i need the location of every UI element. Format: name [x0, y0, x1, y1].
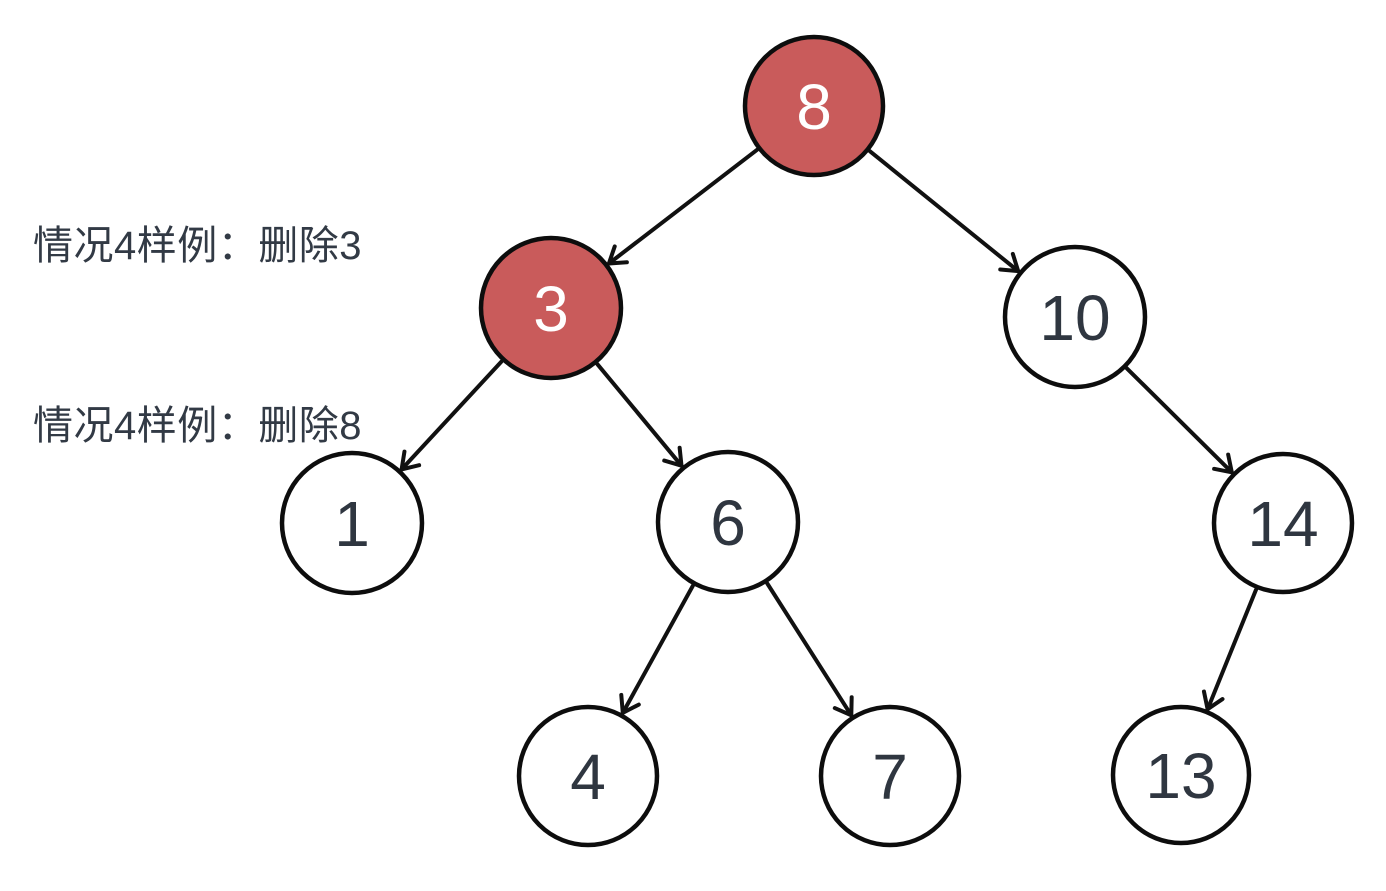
tree-node-8: 8 — [742, 34, 886, 178]
tree-node-10: 10 — [1002, 244, 1148, 390]
tree-node-circle-8 — [742, 34, 886, 178]
tree-edge-14-13 — [1201, 587, 1258, 712]
tree-edge-3-6 — [595, 362, 684, 468]
tree-node-13: 13 — [1110, 704, 1252, 846]
tree-edge-10-14 — [1124, 366, 1234, 475]
tree-node-1: 1 — [279, 450, 425, 596]
tree-node-circle-3 — [478, 235, 624, 381]
tree-node-label-4: 4 — [570, 741, 606, 813]
tree-node-14: 14 — [1211, 451, 1355, 595]
tree-edge-6-7 — [765, 581, 854, 718]
tree-node-label-10: 10 — [1039, 282, 1110, 354]
tree-node-circle-6 — [655, 449, 801, 595]
tree-node-circle-7 — [818, 704, 962, 848]
tree-node-3: 3 — [478, 235, 624, 381]
tree-node-label-14: 14 — [1247, 488, 1318, 560]
tree-node-label-1: 1 — [334, 488, 370, 560]
tree-node-circle-14 — [1211, 451, 1355, 595]
tree-node-label-13: 13 — [1145, 740, 1216, 812]
tree-node-label-6: 6 — [710, 487, 746, 559]
tree-node-label-7: 7 — [872, 741, 908, 813]
caption-block: 情况4样例：删除3 情况4样例：删除8 — [33, 96, 362, 576]
tree-node-7: 7 — [818, 704, 962, 848]
tree-node-circle-1 — [279, 450, 425, 596]
tree-node-6: 6 — [655, 449, 801, 595]
node-layer: 8 3 10 1 6 14 4 7 13 — [279, 34, 1355, 848]
tree-node-label-3: 3 — [533, 273, 569, 345]
tree-node-circle-4 — [516, 704, 660, 848]
edge-layer — [399, 147, 1258, 718]
tree-edge-6-4 — [619, 583, 695, 715]
tree-node-circle-10 — [1002, 244, 1148, 390]
tree-edge-8-10 — [868, 149, 1021, 274]
tree-node-circle-13 — [1110, 704, 1252, 846]
tree-edge-3-1 — [399, 359, 504, 472]
caption-line-1: 情况4样例：删除3 — [33, 224, 362, 268]
tree-edge-8-3 — [606, 147, 759, 266]
tree-node-label-8: 8 — [796, 71, 832, 143]
tree-node-4: 4 — [516, 704, 660, 848]
caption-line-2: 情况4样例：删除8 — [33, 404, 362, 448]
